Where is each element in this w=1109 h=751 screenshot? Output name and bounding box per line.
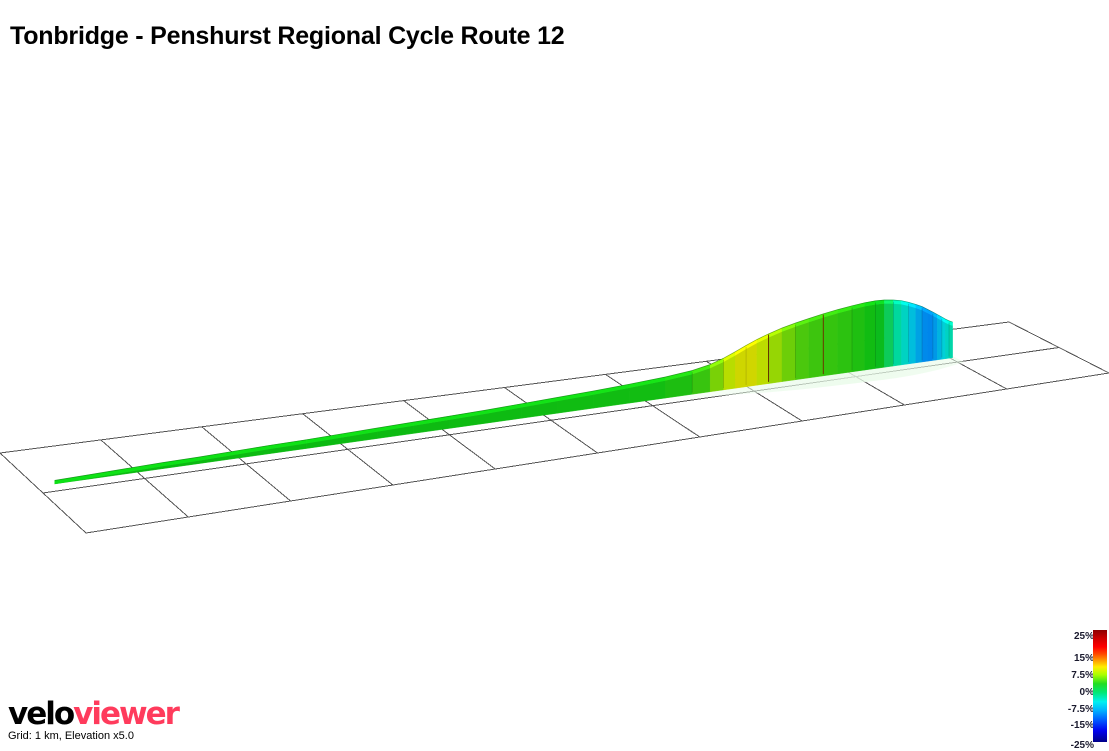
gradient-legend-tick: 0% [1079, 687, 1094, 698]
gradient-legend-tick: 15% [1073, 653, 1094, 664]
veloviewer-branding: veloviewer Grid: 1 km, Elevation x5.0 [8, 699, 218, 743]
gradient-legend-tick: -15% [1070, 720, 1094, 731]
gradient-legend-tick: -7.5% [1067, 704, 1094, 715]
logo-text-viewer: viewer [73, 696, 180, 732]
logo-text-velo: velo [8, 696, 75, 732]
gradient-legend: 25%15%7.5%0%-7.5%-15%-25% [1060, 628, 1109, 751]
veloviewer-logo: veloviewer [8, 696, 218, 732]
gradient-legend-colorbar [1093, 630, 1107, 742]
page-title: Tonbridge - Penshurst Regional Cycle Rou… [10, 22, 565, 50]
gradient-legend-tick: 7.5% [1071, 670, 1094, 681]
grid-caption: Grid: 1 km, Elevation x5.0 [8, 730, 134, 742]
gradient-legend-tick: 25% [1073, 631, 1094, 642]
route-elevation-ribbon [54, 299, 953, 485]
gradient-legend-labels: 25%15%7.5%0%-7.5%-15%-25% [1060, 628, 1094, 751]
